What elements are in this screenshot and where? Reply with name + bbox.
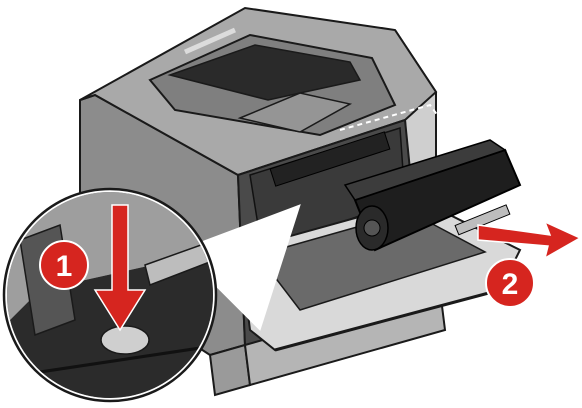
- magnifier-light-surface: [7, 192, 213, 330]
- step-1-number: 1: [56, 250, 73, 283]
- step-2-number: 2: [502, 268, 519, 301]
- toner-cartridge-handle: [454, 204, 511, 236]
- release-button: [100, 325, 150, 355]
- printer-base: [208, 343, 252, 397]
- paper-exit-slot: [167, 44, 362, 101]
- toner-cartridge-gear: [363, 219, 381, 237]
- toner-cartridge-top: [343, 139, 507, 201]
- release-lever: [144, 239, 213, 287]
- magnifier-callout: [179, 204, 301, 331]
- step-2-badge: 2: [485, 258, 535, 308]
- paper-support: [237, 92, 353, 133]
- removal-path-dashed: [339, 103, 471, 161]
- front-door-edge: [274, 288, 501, 352]
- step-2-circle: [485, 258, 535, 308]
- step-1-circle: [39, 240, 89, 290]
- step-1-badge: 1: [39, 240, 89, 290]
- pull-out-arrow: [477, 220, 582, 260]
- toner-cartridge: [343, 139, 522, 252]
- inner-roller: [269, 131, 391, 187]
- top-highlight: [183, 27, 237, 55]
- press-down-arrow: [93, 204, 147, 332]
